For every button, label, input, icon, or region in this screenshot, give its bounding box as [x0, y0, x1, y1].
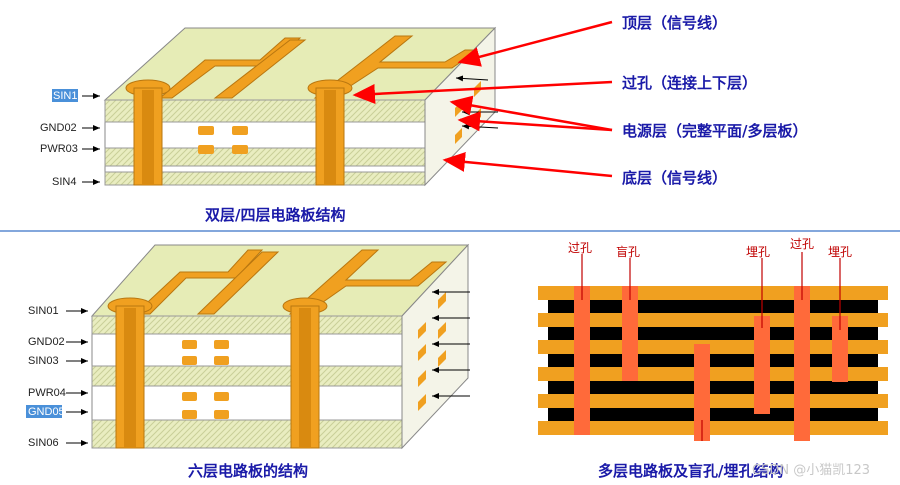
hole-label: 盲孔: [616, 244, 640, 259]
six-layer-board: [92, 245, 470, 448]
layer-label: SIN03: [28, 355, 59, 367]
four-layer-board: [105, 0, 498, 185]
caption-six-layer: 六层电路板的结构: [188, 462, 308, 480]
label-arrows: [82, 96, 100, 182]
layer-label: SIN1: [53, 90, 77, 102]
layer-label: PWR03: [40, 143, 78, 155]
hole-label: 埋孔: [828, 245, 852, 259]
hole-label: 埋孔: [746, 245, 770, 259]
layer-label: SIN4: [52, 176, 76, 188]
callout-via: 过孔（连接上下层）: [622, 74, 757, 92]
layer-label: PWR04: [28, 387, 66, 399]
layer-label: SIN06: [28, 437, 59, 449]
watermark: CSDN @小猫凯123: [752, 463, 870, 478]
through-hole: [574, 286, 590, 435]
through-hole: [794, 286, 810, 441]
blind-hole: [622, 286, 638, 381]
layer-label: GND02: [28, 336, 65, 348]
label-arrows: [66, 311, 88, 443]
caption-four-layer: 双层/四层电路板结构: [205, 206, 345, 224]
callout-bottom-layer: 底层（信号线）: [622, 169, 727, 187]
buried-hole: [754, 316, 770, 414]
callout-power-layer: 电源层（完整平面/多层板）: [622, 122, 807, 140]
callout-top-layer: 顶层（信号线）: [622, 14, 727, 32]
hole-label: 过孔: [790, 237, 814, 251]
multilayer-stack: [538, 252, 888, 441]
layer-label: SIN01: [28, 305, 59, 317]
hole-label: 过孔: [568, 241, 592, 255]
layer-label: GND02: [40, 122, 77, 134]
layer-label: GND05: [28, 406, 65, 418]
